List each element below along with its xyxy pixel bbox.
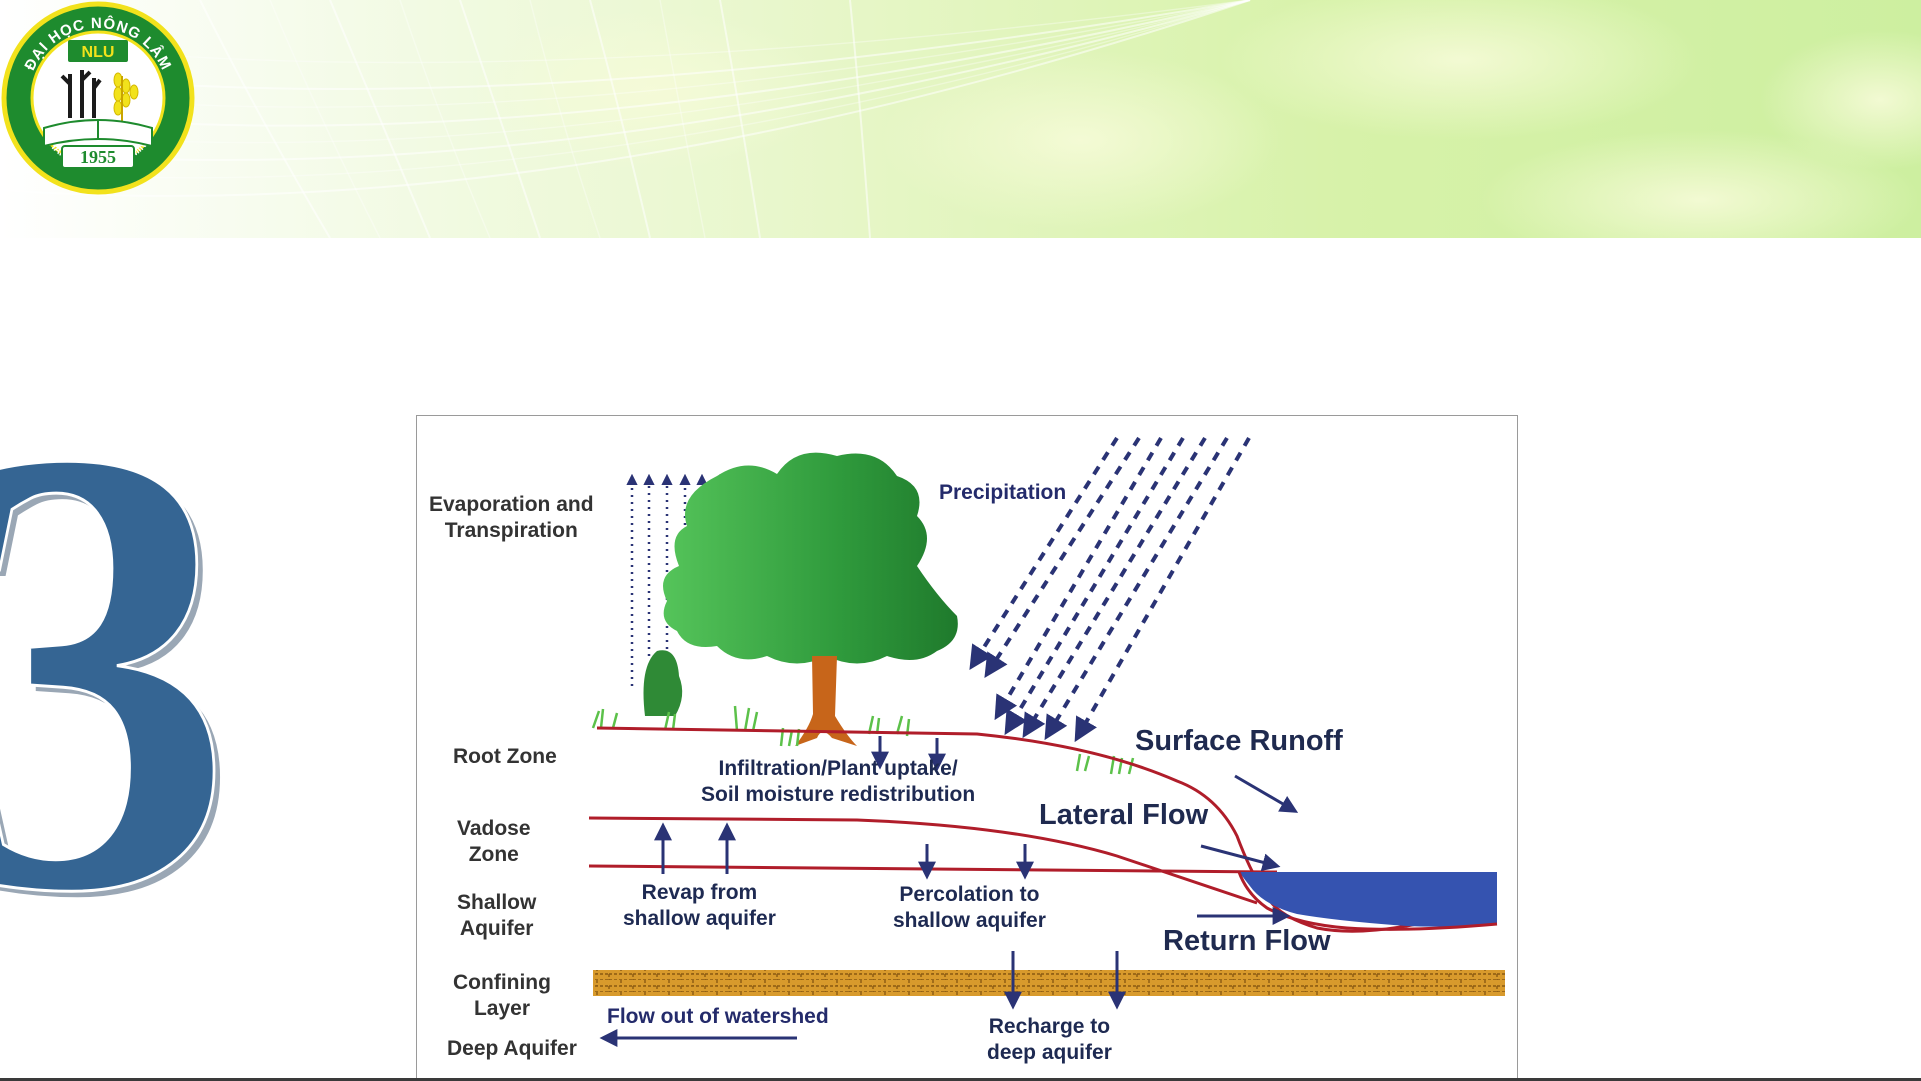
label-surface-runoff: Surface Runoff [1135,725,1343,757]
label-percolation: Percolation to shallow aquifer [893,883,1046,932]
bottom-border [0,1078,1921,1081]
label-deep-aquifer: Deep Aquifer [447,1037,577,1060]
diagram-graphics [588,436,1505,1047]
university-logo: ĐẠI HỌC NÔNG LÂM THÀNH PHỐ HỒ CHÍ MINH N… [1,1,195,195]
water-balance-diagram: Evaporation and Transpiration Precipitat… [416,415,1518,1081]
svg-text:1955: 1955 [80,147,116,167]
label-recharge: Recharge to deep aquifer [987,1015,1112,1064]
label-return-flow: Return Flow [1163,925,1331,957]
label-infiltration: Infiltration/Plant uptake/ Soil moisture… [701,757,976,806]
label-flow-out: Flow out of watershed [607,1005,829,1028]
label-lateral-flow: Lateral Flow [1039,799,1209,831]
stream-water [1239,872,1497,927]
svg-text:NLU: NLU [82,44,115,61]
aquifer-top-line [588,864,1278,874]
precipitation-arrows [969,436,1251,743]
label-evaporation: Evaporation and Transpiration [429,493,594,542]
svg-text:3: 3 [0,316,234,1025]
shrub [643,650,683,716]
vadose-top-line [588,816,1258,905]
confining-layer [593,970,1505,996]
label-revap: Revap from shallow aquifer [623,881,776,930]
grass [591,705,1135,775]
flow-arrows [599,736,1299,1047]
tree-canopy [663,452,958,664]
tree-trunk [795,656,857,746]
header-banner: ĐẠI HỌC NÔNG LÂM THÀNH PHỐ HỒ CHÍ MINH N… [0,0,1921,238]
label-vadose-zone: Vadose Zone [457,817,531,866]
ground-surface-line [596,726,1418,933]
svg-text:3: 3 [0,322,240,1031]
label-shallow-aquifer: Shallow Aquifer [457,891,537,940]
label-precipitation: Precipitation [939,481,1067,504]
label-root-zone: Root Zone [453,745,557,768]
slide-number: 3 3 [0,314,240,1030]
label-confining-layer: Confining Layer [453,971,551,1020]
banner-decoration [0,0,1921,238]
